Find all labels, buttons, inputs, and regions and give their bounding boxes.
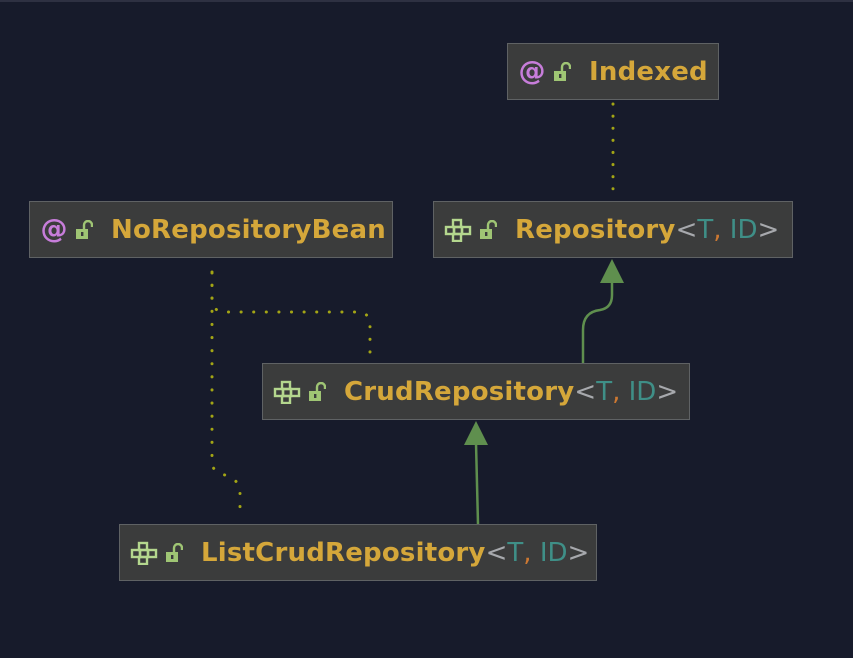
node-crud-repository[interactable]: CrudRepository <T, ID> — [262, 363, 690, 420]
edge-listcrud-no-repository-bean — [210, 270, 242, 517]
interface-icon — [443, 215, 473, 245]
interface-icon — [272, 377, 302, 407]
node-no-repository-bean[interactable]: @ NoRepositoryBean — [29, 201, 393, 258]
node-name: Indexed — [589, 56, 708, 87]
type-params: <T, ID> — [485, 537, 590, 568]
node-name: CrudRepository — [344, 376, 575, 407]
extends-arrowhead-crud — [464, 421, 488, 445]
extends-arrowhead-repository — [600, 259, 624, 283]
type-param: T — [697, 214, 714, 245]
node-list-crud-repository[interactable]: ListCrudRepository <T, ID> — [119, 524, 597, 581]
open-lock-icon — [553, 61, 571, 82]
node-repository[interactable]: Repository <T, ID> — [433, 201, 793, 258]
edge-crud-extends-repository — [581, 282, 614, 363]
open-lock-icon — [165, 542, 183, 563]
type-param: T — [596, 376, 613, 407]
node-indexed[interactable]: @ Indexed — [507, 43, 719, 100]
interface-icon — [129, 538, 159, 568]
open-lock-icon — [308, 381, 326, 402]
node-name: ListCrudRepository — [201, 537, 486, 568]
type-params: <T, ID> — [574, 376, 679, 407]
type-params: <T, ID> — [675, 214, 780, 245]
open-lock-icon — [75, 219, 93, 240]
type-param: ID — [628, 376, 657, 407]
window-top-border — [0, 0, 853, 2]
edge-crud-no-repository-bean — [210, 262, 372, 354]
type-param: T — [507, 537, 524, 568]
type-param: ID — [539, 537, 568, 568]
edge-listcrud-extends-crud — [474, 442, 480, 525]
node-name: Repository — [515, 214, 676, 245]
annotation-at-icon: @ — [40, 214, 68, 245]
open-lock-icon — [479, 219, 497, 240]
node-name: NoRepositoryBean — [111, 214, 386, 245]
annotation-at-icon: @ — [518, 56, 546, 87]
type-param: ID — [729, 214, 758, 245]
